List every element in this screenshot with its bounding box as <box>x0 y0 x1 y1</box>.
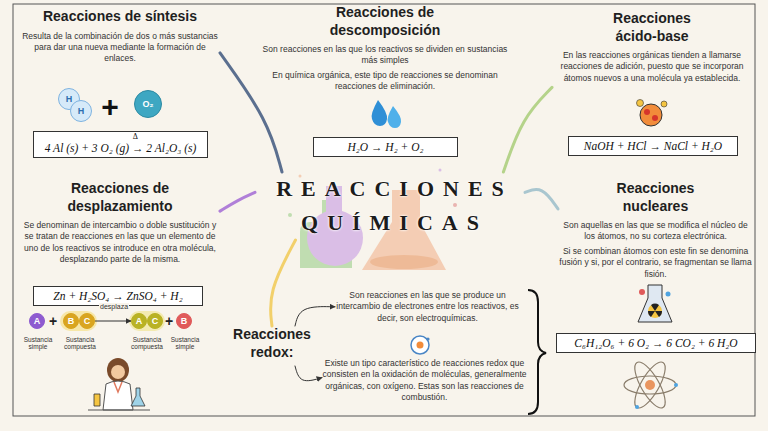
substance-caption: Sustancia simple <box>168 336 202 351</box>
frame <box>13 4 755 416</box>
description-text: Son reacciones en las que se produce un … <box>335 290 520 327</box>
body-text: C <box>84 317 91 326</box>
topic-block: Reacciones nuclearesSon aquellas en las … <box>558 180 753 283</box>
body-text: En las reacciones orgánicas tienden a ll… <box>552 50 752 84</box>
body-text: Si se combinan átomos con este fin se de… <box>558 246 753 280</box>
plus-sign: + <box>46 314 60 328</box>
branch-line <box>525 190 558 209</box>
heading-text: Reacciones de desplazamiento <box>45 180 195 215</box>
plus-sign: + <box>98 92 122 122</box>
body-text: Se denominan de intercambio o doble sust… <box>20 220 220 266</box>
equation-box: NaOH + HCl → NaCl + H₂O <box>568 136 738 156</box>
body-text: En química orgánica, este tipo de reacci… <box>255 70 515 93</box>
topic-heading: Reacciones redox: <box>226 326 318 366</box>
molecule-circle: O₂ <box>134 90 162 118</box>
body-text: REACCIONES QUÍMICAS <box>255 172 525 240</box>
heading-text: Reacciones de síntesis <box>20 8 220 26</box>
topic-block: Reacciones de desplazamiento Se denominan… <box>20 180 220 269</box>
heading-text: Reacciones ácido-base <box>597 10 707 45</box>
heading-text: Reacciones nucleares <box>601 180 711 215</box>
heat-symbol: Δ <box>130 133 140 141</box>
body-text: C <box>152 317 159 326</box>
body-text: Zn + H₂SO₄ → ZnSO₄ + H₂ <box>40 289 196 303</box>
substance-caption: Sustancia compuesta <box>125 336 169 351</box>
body-text: 4 Al (s) + 3 O₂ (g) → 2 Al₂O₃ (s) <box>40 141 201 155</box>
element-circle: C <box>79 313 95 329</box>
body-text: O₂ <box>143 100 154 109</box>
electron-icon <box>411 336 430 354</box>
radioactive-flask <box>638 285 672 322</box>
branch-line <box>503 87 552 172</box>
body-text: H₂O → H₂ + O₂ <box>320 140 451 154</box>
scientist-drawing <box>88 358 150 410</box>
topic-block: Reacciones ácido-base En las reacciones o… <box>552 10 752 87</box>
substance-caption: Sustancia compuesta <box>58 336 102 351</box>
topic-block: Reacciones de síntesisResulta de la comb… <box>20 8 220 68</box>
compound-pill <box>60 311 97 331</box>
body-text: NaOH + HCl → NaCl + H₂O <box>575 139 731 153</box>
molecule-icon <box>637 100 668 127</box>
atom-circle: H <box>70 100 92 122</box>
element-circle: B <box>176 313 192 329</box>
central-title: REACCIONES QUÍMICAS <box>255 172 525 240</box>
element-circle: C <box>147 313 163 329</box>
body-text: Son aquellas en las que se modifica el n… <box>558 220 753 243</box>
heading-text: Reacciones redox: <box>226 326 318 361</box>
heading-text: Reacciones de descomposición <box>310 4 460 39</box>
element-circle: B <box>63 313 79 329</box>
body-text: Son reacciones en las que los reactivos … <box>255 44 515 67</box>
arrow-connector <box>295 307 335 326</box>
branch-line <box>220 192 255 211</box>
body-text: B <box>181 317 188 326</box>
branch-line <box>271 240 296 326</box>
body-text: H <box>66 95 73 104</box>
body-text: H <box>78 107 85 116</box>
element-circle: A <box>131 313 147 329</box>
topic-block: Reacciones de descomposiciónSon reaccion… <box>255 4 515 96</box>
edge-label: desplaza <box>99 303 129 310</box>
body-text: C₆H₁₂O₆ + 6 O₂ → 6 CO₂ + 6 H₂O <box>563 336 749 350</box>
body-text: Son reacciones en las que se produce un … <box>335 290 520 324</box>
curly-brace <box>528 290 546 414</box>
plus-sign: + <box>162 314 176 328</box>
equation-box: C₆H₁₂O₆ + 6 O₂ → 6 CO₂ + 6 H₂O <box>556 333 756 353</box>
equation-box: H₂O → H₂ + O₂ <box>313 137 458 157</box>
body-text: Resulta de la combinación de dos o más s… <box>20 31 220 65</box>
equation-box: 4 Al (s) + 3 O₂ (g) → 2 Al₂O₃ (s) <box>33 131 208 158</box>
body-text: A <box>34 317 41 326</box>
description-text: Existe un tipo característico de reaccio… <box>322 358 527 407</box>
arrow-connector <box>295 366 322 381</box>
substance-caption: Sustancia simple <box>21 336 55 351</box>
water-drops <box>372 100 402 128</box>
atom-drawing <box>624 358 678 412</box>
element-circle: A <box>29 313 45 329</box>
body-text: B <box>68 317 75 326</box>
compound-pill <box>129 311 165 331</box>
arrow-connector <box>95 321 131 322</box>
body-text: A <box>136 317 143 326</box>
body-text: Existe un tipo característico de reaccio… <box>322 358 527 404</box>
